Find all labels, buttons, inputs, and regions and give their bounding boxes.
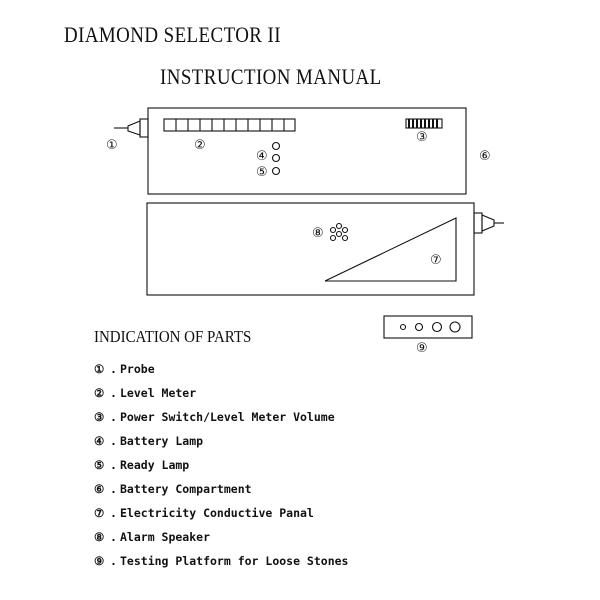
item-number: ① <box>94 362 105 376</box>
probe-side <box>473 212 504 234</box>
alarm-speaker <box>329 222 349 242</box>
item-label: Ready Lamp <box>120 458 190 472</box>
lamp-top <box>271 141 281 151</box>
item-number: ⑤ <box>94 458 105 472</box>
item-label: Battery Lamp <box>120 434 204 448</box>
parts-heading: INDICATION OF PARTS <box>94 327 252 346</box>
device-side-view <box>146 202 504 296</box>
power-switch <box>405 118 443 129</box>
item-label: Battery Compartment <box>120 482 252 496</box>
marker-battery-lamp: ④ <box>256 149 268 164</box>
device-top-view <box>114 107 467 195</box>
item-number: ② <box>94 386 105 400</box>
parts-list: ①.Probe ②.Level Meter ③.Power Switch/Lev… <box>94 357 348 573</box>
marker-power-switch: ③ <box>416 130 428 145</box>
item-label: Testing Platform for Loose Stones <box>120 554 349 568</box>
list-item: ⑤.Ready Lamp <box>94 458 190 472</box>
document-title: DIAMOND SELECTOR II <box>64 22 281 47</box>
probe-top <box>114 118 149 138</box>
marker-testing-platform: ⑨ <box>416 341 428 356</box>
item-label: Probe <box>120 362 155 376</box>
item-number: ⑨ <box>94 554 105 568</box>
list-item: ②.Level Meter <box>94 386 197 400</box>
ready-lamp <box>271 166 281 176</box>
document-subtitle: INSTRUCTION MANUAL <box>160 64 382 89</box>
list-item: ①.Probe <box>94 362 155 376</box>
marker-battery-compartment: ⑥ <box>479 149 491 164</box>
item-number: ④ <box>94 434 105 448</box>
list-item: ⑥.Battery Compartment <box>94 482 252 496</box>
list-item: ⑧.Alarm Speaker <box>94 530 211 544</box>
conductive-panel <box>324 217 457 282</box>
item-label: Electricity Conductive Panal <box>120 506 314 520</box>
list-item: ⑨.Testing Platform for Loose Stones <box>94 554 349 568</box>
device-diagram: ① ② ③ ④ ⑤ ⑥ ⑦ ⑧ ⑨ <box>106 107 504 356</box>
device-top-body <box>147 107 467 195</box>
item-label: Power Switch/Level Meter Volume <box>120 410 335 424</box>
list-item: ③.Power Switch/Level Meter Volume <box>94 410 335 424</box>
marker-ready-lamp: ⑤ <box>256 165 268 180</box>
marker-probe: ① <box>106 138 118 153</box>
level-meter <box>163 118 296 132</box>
item-number: ③ <box>94 410 105 424</box>
item-label: Level Meter <box>120 386 197 400</box>
item-number: ⑥ <box>94 482 105 496</box>
list-item: ⑦.Electricity Conductive Panal <box>94 506 314 520</box>
list-item: ④.Battery Lamp <box>94 434 204 448</box>
marker-conductive-panel: ⑦ <box>430 253 442 268</box>
item-number: ⑧ <box>94 530 105 544</box>
marker-alarm-speaker: ⑧ <box>312 226 324 241</box>
device-side-body <box>146 202 475 296</box>
marker-level-meter: ② <box>194 138 206 153</box>
testing-platform <box>383 315 473 339</box>
item-number: ⑦ <box>94 506 105 520</box>
item-label: Alarm Speaker <box>120 530 211 544</box>
battery-lamp <box>271 153 281 163</box>
